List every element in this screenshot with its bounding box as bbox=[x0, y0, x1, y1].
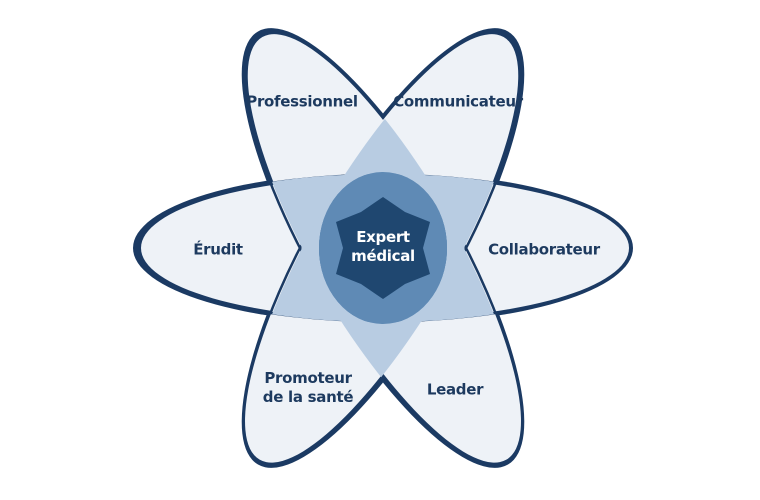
center-label-expert-medical: Expert médical bbox=[351, 228, 415, 266]
petal-label-collaborateur: Collaborateur bbox=[488, 240, 600, 259]
petal-label-promoteur-line1: Promoteur bbox=[264, 369, 352, 387]
petal-label-promoteur-line2: de la santé bbox=[262, 388, 354, 406]
petal-label-professionnel: Professionnel bbox=[246, 92, 358, 111]
petal-label-leader: Leader bbox=[426, 380, 484, 399]
center-label-line1: Expert bbox=[356, 228, 410, 246]
petal-label-communicateur: Communicateur bbox=[393, 92, 523, 111]
center-star bbox=[336, 197, 430, 299]
petal-label-promoteur-de-la-sante: Promoteur de la santé bbox=[262, 369, 354, 407]
center-label-line2: médical bbox=[351, 247, 415, 265]
petal-label-erudit: Érudit bbox=[193, 240, 243, 259]
